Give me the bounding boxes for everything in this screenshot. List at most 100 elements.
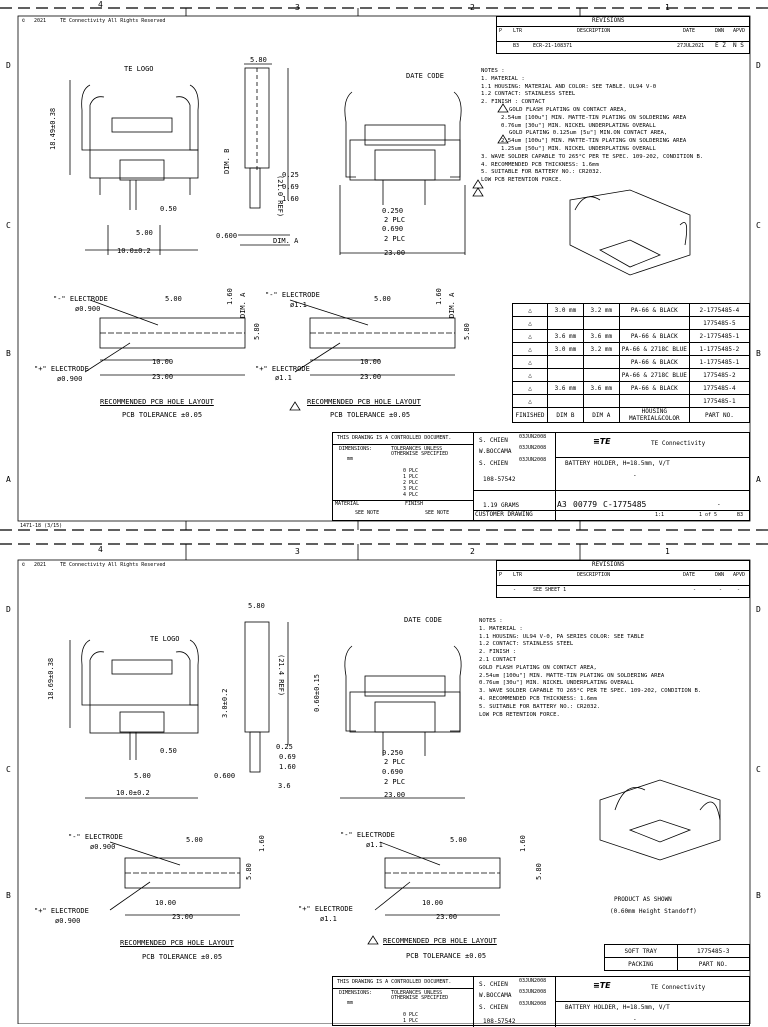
zone-row-b-right: B bbox=[756, 349, 761, 358]
revisions-title: REVISIONS bbox=[592, 561, 625, 568]
layout-right-580: 5.80 bbox=[463, 323, 471, 340]
revisions-block: REVISIONS P LTR DESCRIPTION DATE DWN APV… bbox=[496, 16, 750, 54]
mm-label: mm bbox=[347, 1000, 354, 1006]
layout-left-tol: PCB TOLERANCE ±0.05 bbox=[142, 953, 223, 961]
name-dash: - bbox=[633, 472, 637, 479]
plc3: 3 PLC bbox=[403, 486, 419, 492]
revisions-title: REVISIONS bbox=[592, 17, 625, 24]
layout-right-160: 1.60 bbox=[519, 835, 527, 852]
rev-header-apvd: APVD bbox=[733, 572, 746, 578]
pos-electrode-right: "+" ELECTRODE bbox=[298, 905, 353, 913]
plc-b: 2 PLC bbox=[384, 235, 406, 243]
drawn-by: S. CHIEN bbox=[479, 437, 508, 444]
revision-dash: - bbox=[717, 501, 721, 508]
approved-by: S. CHIEN bbox=[479, 1004, 508, 1011]
pos-electrode-right-dia: ø1.1 bbox=[320, 915, 337, 923]
note-line: 2. FINISH : CONTACT bbox=[481, 99, 545, 106]
note-line: 1.2 CONTACT: STAINLESS STEEL bbox=[481, 91, 576, 98]
rev-ltr: - bbox=[513, 587, 517, 593]
note-line: GOLD FLASH PLATING ON CONTACT AREA, bbox=[509, 106, 627, 113]
dim-1849: 18.49±0.38 bbox=[49, 107, 57, 150]
note-line: LOW PCB RETENTION FORCE. bbox=[481, 177, 562, 184]
zone-row-d-right: D bbox=[756, 61, 761, 70]
dim-160: 1.60 bbox=[279, 763, 296, 771]
zone-row-b: B bbox=[6, 891, 11, 900]
notes-block: NOTES : 1. MATERIAL : 1.1 HOUSING: MATER… bbox=[481, 68, 703, 185]
tolerances-label: TOLERANCES UNLESS OTHERWISE SPECIFIED bbox=[391, 446, 449, 457]
plc2: 2 PLC bbox=[403, 480, 419, 486]
drawing-name: BATTERY HOLDER, H=18.5mm, V/T bbox=[565, 460, 670, 467]
layout-right-1000: 10.00 bbox=[422, 899, 444, 907]
zone-row-d: D bbox=[6, 61, 11, 70]
layout-left-1000: 10.00 bbox=[152, 358, 174, 366]
layout-right-dima: DIM. A bbox=[448, 292, 456, 318]
zone-col-1: 1 bbox=[665, 547, 670, 556]
plc4: 4 PLC bbox=[403, 492, 419, 498]
zone-row-a: A bbox=[6, 475, 11, 484]
form-number: 1471-18 (3/15) bbox=[20, 523, 63, 529]
material-label: MATERIAL bbox=[335, 501, 360, 507]
dim-0690: 0.690 bbox=[382, 225, 404, 233]
dim-36: 3.6 bbox=[278, 782, 291, 790]
zone-row-a-right: A bbox=[756, 475, 761, 484]
rev-header-p: P bbox=[499, 28, 503, 34]
date-code-label: DATE CODE bbox=[406, 72, 444, 80]
note-line: LOW PCB RETENTION FORCE. bbox=[479, 711, 560, 718]
note-line: 0.76um [30u"] MIN. NICKEL UNDERPLATING O… bbox=[479, 680, 634, 687]
dim-0250: 0.250 bbox=[382, 207, 404, 215]
dim-1869: 18.69±0.38 bbox=[47, 657, 55, 700]
note-line: 2.54um [100u"] MIN. MATTE-TIN PLATING ON… bbox=[501, 114, 687, 121]
rev-apvd: N S bbox=[733, 42, 744, 49]
note-line: 1.1 HOUSING: UL94 V-0, PA SERIES COLOR: … bbox=[479, 633, 645, 640]
dimensions-label: DIMENSIONS: bbox=[339, 446, 373, 452]
note-line: 1. MATERIAL : bbox=[481, 75, 525, 82]
note-line: 3. WAVE SOLDER CAPABLE TO 265°C PER TE S… bbox=[481, 153, 704, 160]
rev-ltr: B3 bbox=[513, 43, 520, 49]
table-row: △1775485-1 bbox=[512, 394, 751, 408]
dim-10: 10.0±0.2 bbox=[116, 789, 150, 797]
dim-2300: 23.00 bbox=[384, 791, 406, 799]
plc-a: 2 PLC bbox=[384, 758, 406, 766]
note-line: 3. WAVE SOLDER CAPABLE TO 265°C PER TE S… bbox=[479, 688, 702, 695]
layout-left-500: 5.00 bbox=[165, 295, 182, 303]
zone-col-4: 4 bbox=[98, 0, 103, 9]
revisions-block: REVISIONS P LTR DESCRIPTION DATE DWN APV… bbox=[496, 560, 750, 598]
plc0: 0 PLC bbox=[403, 468, 419, 474]
layout-right-tol: PCB TOLERANCE ±0.05 bbox=[330, 411, 411, 419]
dim-500: 5.00 bbox=[136, 229, 153, 237]
zone-row-c: C bbox=[6, 221, 11, 230]
rights-text: TE Connectivity All Rights Reserved bbox=[60, 562, 166, 568]
drawn-date: 03JUN2008 bbox=[519, 434, 547, 440]
dim-050: 0.50 bbox=[160, 747, 177, 755]
note-line: 5. SUITABLE FOR BATTERY NO.: CR2032. bbox=[481, 169, 603, 176]
layout-left-160: 1.60 bbox=[226, 288, 234, 305]
note-line: 4. RECOMMENDED PCB THICKNESS: 1.6mm bbox=[479, 695, 597, 702]
note-line: GOLD FLASH PLATING ON CONTACT AREA, bbox=[479, 664, 597, 671]
layout-left-500: 5.00 bbox=[186, 836, 203, 844]
layout-left-580: 5.80 bbox=[253, 323, 261, 340]
weight: 1.19 GRAMS bbox=[483, 502, 520, 509]
neg-electrode-right: "-" ELECTRODE bbox=[340, 831, 395, 839]
layout-right-160: 1.60 bbox=[435, 288, 443, 305]
rev-header-date: DATE bbox=[683, 28, 696, 34]
plc1: 1 PLC bbox=[403, 1018, 419, 1024]
name-dash: - bbox=[633, 1016, 637, 1023]
pos-electrode-left-dia: ø0.900 bbox=[55, 917, 81, 925]
rev-header-date: DATE bbox=[683, 572, 696, 578]
product-spec: 108-57542 bbox=[483, 1018, 516, 1025]
material-see-note: SEE NOTE bbox=[355, 510, 380, 516]
dim-500: 5.00 bbox=[134, 772, 151, 780]
checked-by: W.BOCCAMA bbox=[479, 992, 512, 999]
rev-header-desc: DESCRIPTION bbox=[577, 28, 611, 34]
company-name: TE Connectivity bbox=[651, 984, 706, 991]
layout-left-dima: DIM. A bbox=[239, 292, 247, 318]
sheet-number: 1 of 5 bbox=[699, 512, 718, 518]
zone-row-b: B bbox=[6, 349, 11, 358]
pos-electrode-left-dia: ø0.900 bbox=[57, 375, 83, 383]
note-line: 5. SUITABLE FOR BATTERY NO.: CR2032. bbox=[479, 703, 601, 710]
